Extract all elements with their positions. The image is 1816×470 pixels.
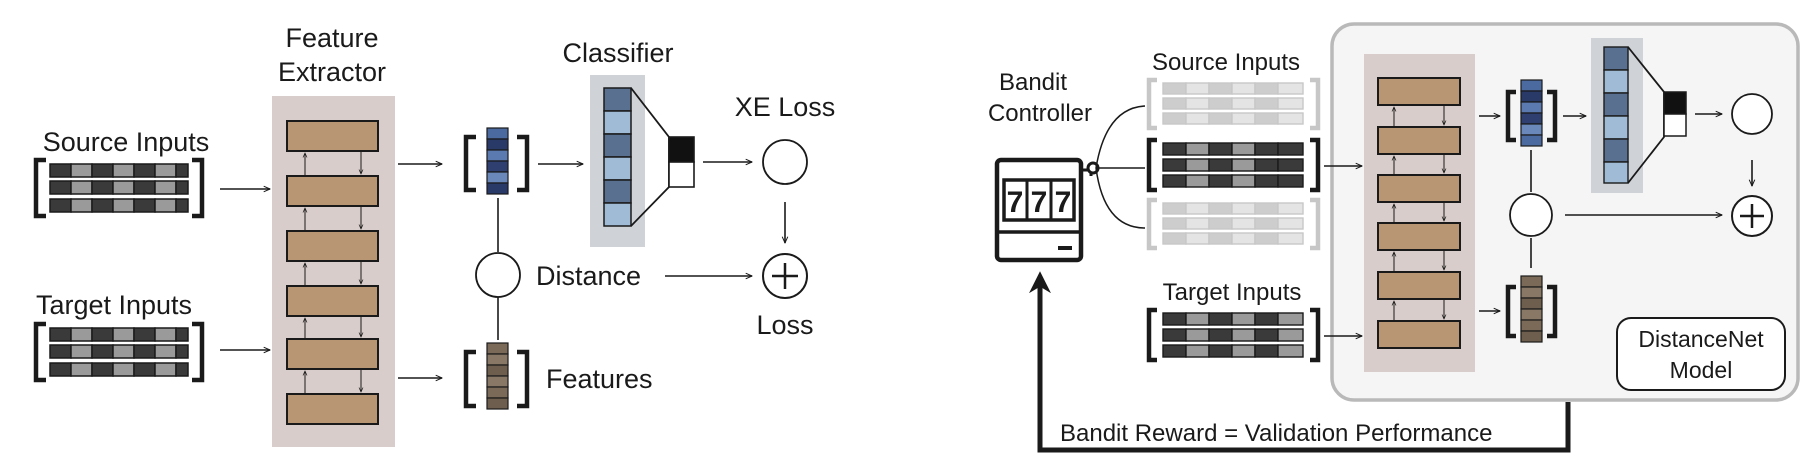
extractor-layer-2 <box>286 175 379 207</box>
right-source-inputs-label: Source Inputs <box>1152 49 1300 76</box>
right-extractor-layer-1 <box>1377 77 1461 106</box>
xe-loss-node-circle-icon <box>762 139 808 185</box>
feature-extractor-label-line1: Feature <box>285 23 378 53</box>
bandit-reward-feedback-arrow <box>1029 271 1571 453</box>
right-diagram: Bandit Controller 7 7 7 Source Inputs <box>988 22 1800 453</box>
feature-extractor-layers <box>286 120 379 425</box>
extractor-layer-4 <box>286 285 379 317</box>
extractor-layer-1 <box>286 120 379 152</box>
feature-extractor-label-line2: Extractor <box>278 57 386 87</box>
left-source-inputs-label: Source Inputs <box>43 127 210 157</box>
right-extractor-layer-6 <box>1377 320 1461 349</box>
feature-extractor-panel <box>272 96 395 447</box>
left-distance-label: Distance <box>536 261 641 291</box>
right-target-feature-vector <box>1505 275 1558 343</box>
slot-reel-2: 7 <box>1031 186 1048 219</box>
right-extractor-layer-4 <box>1377 222 1461 251</box>
right-distance-node-circle-icon <box>1509 193 1553 237</box>
right-loss-plus-icon <box>1731 195 1773 237</box>
right-xe-node-circle-icon <box>1731 93 1773 135</box>
extractor-layer-6 <box>286 393 379 425</box>
xe-loss-label: XE Loss <box>735 92 836 122</box>
right-source-feature-vector <box>1505 79 1558 147</box>
right-source-inputs-selected <box>1146 137 1321 193</box>
right-extractor-layers <box>1377 77 1461 349</box>
right-extractor-layer-arrows <box>1394 105 1444 321</box>
loss-label: Loss <box>756 310 813 340</box>
distancenet-model-label-line1: DistanceNet <box>1638 326 1764 352</box>
right-extractor-layer-5 <box>1377 271 1461 300</box>
slot-reel-3: 7 <box>1055 186 1072 219</box>
left-source-feature-vector <box>463 127 530 195</box>
distancenet-model-label-line2: Model <box>1670 357 1733 383</box>
bandit-controller-label-line1: Bandit <box>999 69 1067 96</box>
right-extractor-layer-2 <box>1377 126 1461 155</box>
right-source-inputs-faded-top <box>1146 77 1321 131</box>
right-classifier <box>1591 38 1687 193</box>
slot-machine-icon: 7 7 7 <box>994 157 1100 263</box>
right-target-inputs-matrix <box>1146 307 1321 363</box>
left-classifier <box>590 75 695 247</box>
extractor-layer-5 <box>286 338 379 370</box>
bandit-controller-label-line2: Controller <box>988 100 1092 127</box>
left-target-inputs-matrix <box>33 321 205 383</box>
right-source-inputs-faded-bottom <box>1146 197 1321 251</box>
left-loss-plus-icon <box>762 253 808 299</box>
right-feature-extractor-panel <box>1364 54 1475 372</box>
slot-reel-1: 7 <box>1007 186 1024 219</box>
right-target-inputs-label: Target Inputs <box>1163 279 1302 306</box>
classifier-label: Classifier <box>562 38 673 68</box>
left-source-inputs-matrix <box>33 157 205 219</box>
distancenet-model-label-box <box>1616 317 1786 391</box>
extractor-layer-3 <box>286 230 379 262</box>
bandit-selection-curves <box>1095 105 1146 229</box>
left-target-inputs-label: Target Inputs <box>36 290 192 320</box>
left-target-feature-vector <box>463 342 530 410</box>
left-diagram: Feature Extractor Source Inputs <box>33 23 836 447</box>
right-extractor-layer-3 <box>1377 174 1461 203</box>
bandit-reward-label: Bandit Reward = Validation Performance <box>1060 420 1492 447</box>
features-label: Features <box>546 364 653 394</box>
left-distance-node-circle-icon <box>475 252 521 298</box>
extractor-layer-arrows <box>305 151 361 394</box>
